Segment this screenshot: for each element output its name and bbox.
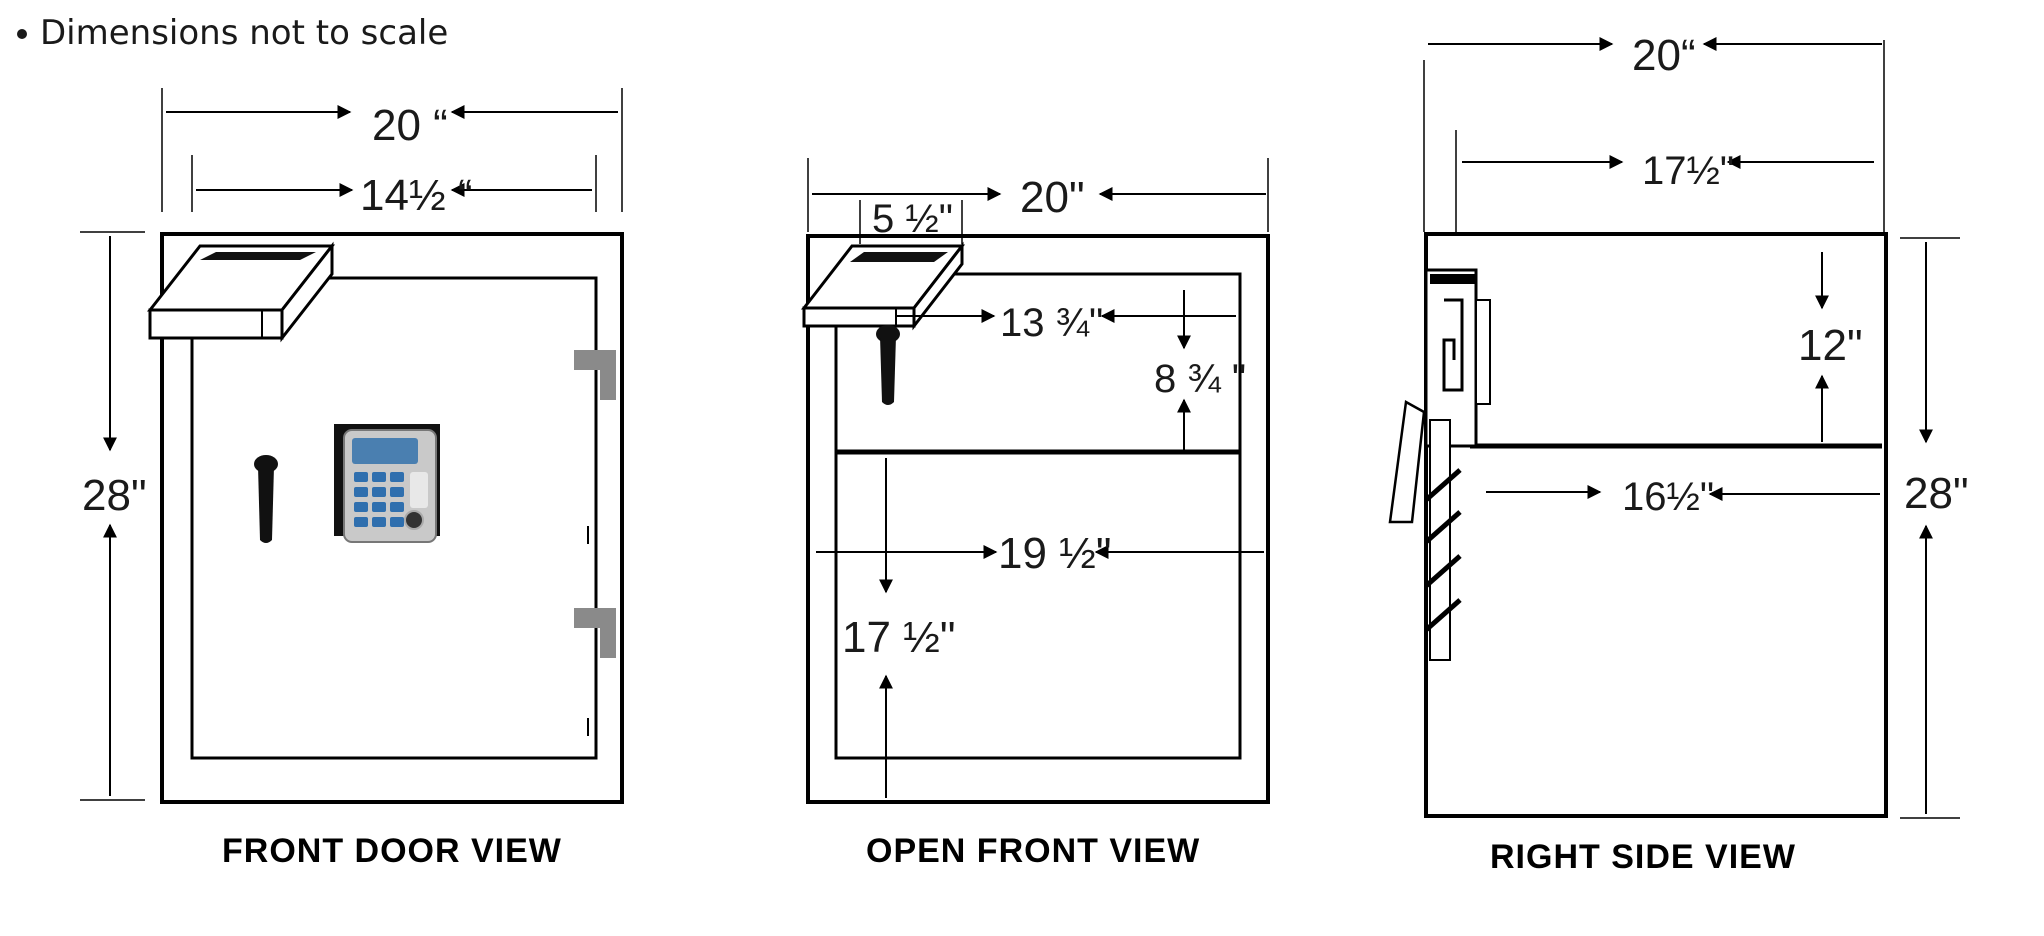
open-outer-width-label: 20" (1020, 173, 1085, 222)
front-outer-body (160, 232, 624, 804)
front-height-label: 28" (82, 471, 147, 520)
upper-height-label: 8 ¾ " (1154, 357, 1246, 401)
right-side-caption: RIGHT SIDE VIEW (1490, 838, 1796, 876)
open-handle-icon (876, 325, 900, 405)
bullet-icon (17, 29, 27, 39)
door-profile-icon (1388, 268, 1491, 661)
upper-width-label: 13 ¾" (1000, 301, 1103, 345)
front-door-width-label: 14½ “ (360, 171, 473, 220)
front-outer-width-label: 20 “ (372, 101, 448, 150)
lower-width-label: 19 ½" (998, 529, 1111, 578)
side-shelf-depth-label: 16½" (1622, 475, 1714, 519)
front-door-panel (190, 276, 598, 760)
front-door-caption: FRONT DOOR VIEW (222, 832, 562, 870)
open-front-caption: OPEN FRONT VIEW (866, 832, 1200, 870)
door-handle-icon (254, 455, 278, 543)
hinge-bottom-icon (574, 608, 616, 658)
right-side-view: 20“ 17½" 12" 16½" 28" (1388, 31, 1969, 819)
lower-height-label: 17 ½" (842, 613, 955, 662)
hinge-top-icon (574, 350, 616, 400)
side-upper-height-label: 12" (1798, 321, 1863, 370)
side-outer-depth-label: 20“ (1632, 31, 1696, 80)
side-outer-body (1424, 232, 1888, 818)
key-offset-label: 5 ½" (872, 197, 953, 241)
open-outer-body (806, 234, 1270, 804)
side-inner-depth-label: 17½" (1642, 149, 1734, 193)
open-inner-cavity (834, 272, 1242, 760)
side-height-label: 28" (1904, 469, 1969, 518)
front-door-view: 20 “ 14½ “ 28" (80, 88, 624, 804)
scale-note: Dimensions not to scale (40, 13, 448, 53)
open-front-view: 20" 5 ½" 13 ¾" 8 ¾ " 19 ½" 17 ½" (800, 158, 1270, 804)
keypad-icon (334, 424, 440, 543)
